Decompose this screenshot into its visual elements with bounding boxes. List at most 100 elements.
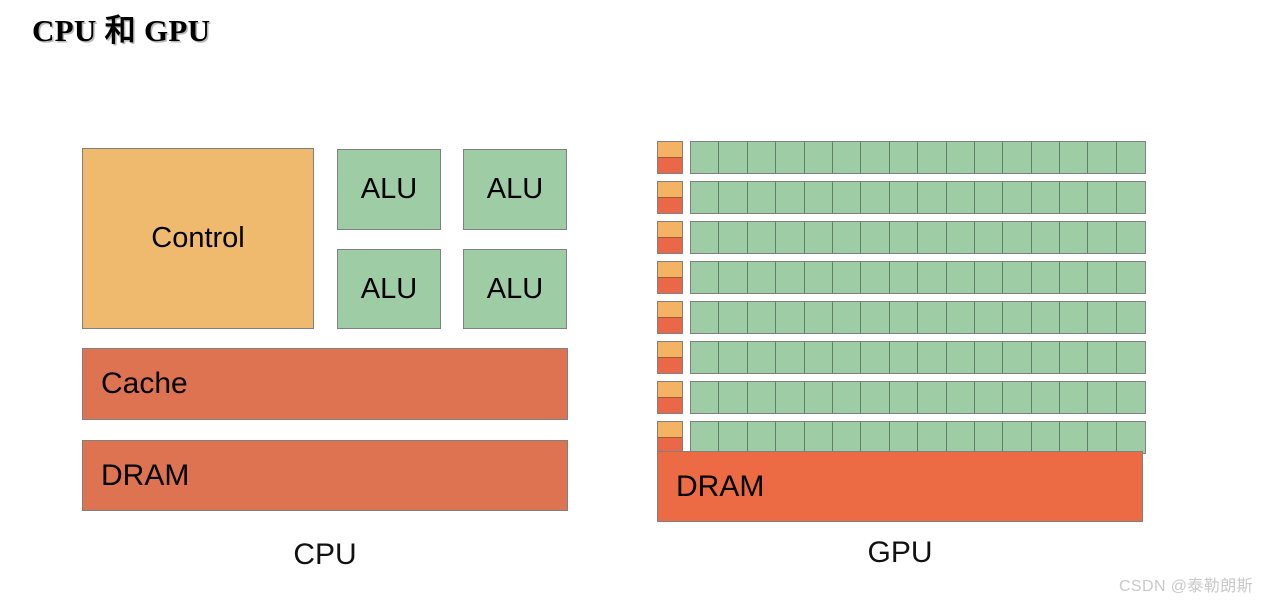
gpu-alu-strip — [690, 421, 1147, 454]
gpu-alu-cell — [691, 222, 720, 253]
gpu-alu-cell — [747, 422, 777, 453]
gpu-alu-cell — [1003, 182, 1032, 213]
gpu-alu-cell — [1116, 142, 1146, 173]
gpu-alu-cell — [918, 142, 947, 173]
gpu-alu-cell — [832, 142, 862, 173]
gpu-alu-cell — [861, 182, 890, 213]
gpu-alu-cell — [1003, 382, 1032, 413]
gpu-alu-cell — [974, 302, 1004, 333]
gpu-cache-cell — [658, 197, 682, 213]
gpu-alu-cell — [1003, 342, 1032, 373]
gpu-alu-strip — [690, 141, 1147, 174]
gpu-alu-cell — [1031, 302, 1061, 333]
gpu-alu-cell — [1088, 142, 1117, 173]
gpu-alu-cell — [719, 342, 748, 373]
gpu-core-row — [657, 301, 1147, 334]
gpu-alu-cell — [1088, 262, 1117, 293]
gpu-alu-cell — [974, 142, 1004, 173]
gpu-core-row — [657, 141, 1147, 174]
gpu-alu-cell — [1003, 222, 1032, 253]
gpu-alu-cell — [719, 222, 748, 253]
gpu-control-cell — [658, 382, 682, 398]
cpu-alu-block-3: ALU — [337, 249, 441, 329]
gpu-dram-bar: DRAM — [657, 451, 1143, 522]
gpu-alu-cell — [946, 182, 975, 213]
gpu-alu-cell — [776, 182, 805, 213]
gpu-cache-cell — [658, 437, 682, 453]
gpu-alu-cell — [946, 382, 975, 413]
gpu-alu-cell — [861, 262, 890, 293]
page-title: CPU 和 GPU — [32, 13, 211, 48]
gpu-alu-cell — [691, 302, 720, 333]
gpu-alu-cell — [974, 262, 1004, 293]
gpu-alu-cell — [1003, 422, 1032, 453]
gpu-alu-cell — [1088, 222, 1117, 253]
gpu-alu-cell — [1003, 142, 1032, 173]
gpu-alu-cell — [1116, 222, 1146, 253]
gpu-alu-cell — [776, 342, 805, 373]
csdn-watermark: CSDN @泰勒朗斯 — [1118, 578, 1253, 595]
gpu-alu-cell — [974, 222, 1004, 253]
gpu-alu-cell — [832, 262, 862, 293]
gpu-alu-cell — [861, 422, 890, 453]
gpu-alu-cell — [719, 382, 748, 413]
gpu-control-cache-pair — [657, 381, 683, 414]
gpu-alu-cell — [1031, 142, 1061, 173]
gpu-control-cell — [658, 222, 682, 238]
gpu-alu-cell — [1060, 142, 1089, 173]
gpu-alu-cell — [946, 422, 975, 453]
gpu-alu-cell — [1060, 382, 1089, 413]
gpu-cache-cell — [658, 157, 682, 173]
gpu-alu-cell — [804, 222, 833, 253]
gpu-alu-cell — [1088, 342, 1117, 373]
gpu-alu-cell — [946, 142, 975, 173]
cpu-alu-label-2: ALU — [486, 173, 544, 205]
gpu-alu-cell — [747, 302, 777, 333]
gpu-control-cell — [658, 262, 682, 278]
gpu-alu-cell — [889, 182, 919, 213]
gpu-alu-cell — [861, 302, 890, 333]
cpu-alu-label-4: ALU — [486, 272, 544, 305]
gpu-alu-cell — [719, 302, 748, 333]
gpu-alu-cell — [1031, 182, 1061, 213]
gpu-alu-cell — [861, 382, 890, 413]
gpu-alu-cell — [918, 182, 947, 213]
gpu-alu-cell — [747, 142, 777, 173]
gpu-control-cache-pair — [657, 221, 683, 254]
gpu-alu-cell — [776, 422, 805, 453]
gpu-alu-cell — [719, 182, 748, 213]
gpu-alu-cell — [1116, 262, 1146, 293]
gpu-alu-cell — [804, 382, 833, 413]
gpu-alu-cell — [747, 262, 777, 293]
gpu-alu-cell — [832, 422, 862, 453]
gpu-core-row — [657, 261, 1147, 294]
cpu-alu-label-1: ALU — [360, 173, 418, 205]
gpu-alu-cell — [1088, 302, 1117, 333]
gpu-alu-cell — [918, 342, 947, 373]
gpu-alu-cell — [918, 302, 947, 333]
gpu-alu-cell — [1116, 422, 1146, 453]
gpu-alu-cell — [747, 222, 777, 253]
gpu-alu-cell — [1031, 382, 1061, 413]
cpu-cache-bar: Cache — [82, 348, 568, 420]
gpu-alu-cell — [946, 302, 975, 333]
gpu-alu-cell — [691, 422, 720, 453]
gpu-alu-cell — [1088, 182, 1117, 213]
gpu-alu-cell — [832, 342, 862, 373]
gpu-alu-cell — [719, 422, 748, 453]
gpu-alu-cell — [832, 222, 862, 253]
gpu-alu-strip — [690, 381, 1147, 414]
gpu-alu-cell — [691, 342, 720, 373]
cpu-dram-label: DRAM — [101, 458, 190, 492]
gpu-cache-cell — [658, 397, 682, 413]
gpu-alu-strip — [690, 221, 1147, 254]
cpu-alu-label-3: ALU — [360, 272, 418, 305]
gpu-alu-cell — [804, 302, 833, 333]
gpu-alu-cell — [1003, 262, 1032, 293]
gpu-alu-cell — [1060, 422, 1089, 453]
gpu-alu-cell — [804, 262, 833, 293]
gpu-caption: GPU — [867, 536, 933, 569]
gpu-alu-cell — [747, 382, 777, 413]
gpu-alu-cell — [918, 382, 947, 413]
gpu-alu-cell — [1088, 382, 1117, 413]
